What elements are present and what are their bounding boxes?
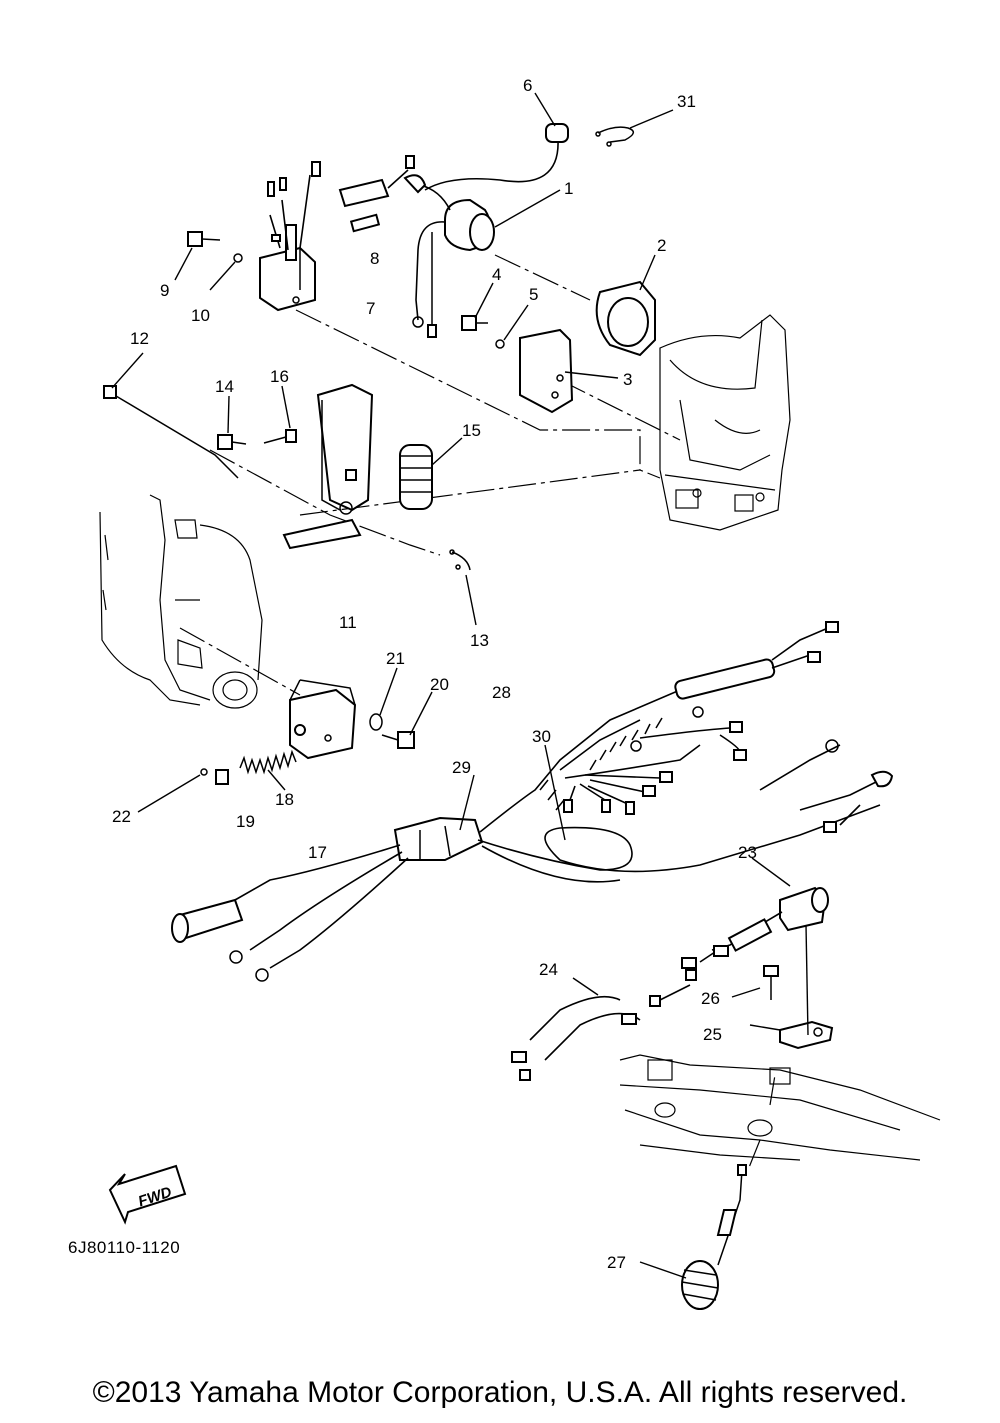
bolt-part — [461, 315, 488, 331]
callout-29: 29 — [452, 758, 471, 777]
engine-block-outline — [99, 494, 263, 709]
switch-part — [681, 886, 829, 969]
fuse-holder-part — [338, 155, 415, 233]
callout-5: 5 — [529, 285, 538, 304]
callout-7: 7 — [366, 299, 375, 318]
callout-8: 8 — [370, 249, 379, 268]
callout-3: 3 — [623, 370, 632, 389]
starter-relay-part — [403, 174, 495, 338]
holder-part — [595, 280, 656, 357]
grommet-part — [399, 444, 433, 510]
callout-21: 21 — [386, 649, 405, 668]
fwd-arrow-icon: FWD — [108, 1164, 187, 1225]
alignment-lines — [179, 254, 776, 1171]
callout-28: 28 — [492, 683, 511, 702]
callout-22: 22 — [112, 807, 131, 826]
bolt-part — [263, 429, 297, 444]
lead-wire-part — [511, 969, 697, 1081]
clip-part — [595, 126, 634, 147]
holder-part — [779, 1020, 834, 1050]
plate-part — [215, 769, 229, 785]
callout-13: 13 — [470, 631, 489, 650]
washer-part — [369, 713, 383, 731]
callout-30: 30 — [532, 727, 551, 746]
steering-bracket-outline — [659, 314, 791, 531]
callout-18: 18 — [275, 790, 294, 809]
callout-12: 12 — [130, 329, 149, 348]
copyright-notice: ©2013 Yamaha Motor Corporation, U.S.A. A… — [92, 1376, 908, 1409]
callout-16: 16 — [270, 367, 289, 386]
callout-24: 24 — [539, 960, 558, 979]
spring-part — [239, 749, 297, 775]
callout-numbers: 1 2 3 4 5 6 7 8 9 10 11 12 13 14 15 16 1… — [112, 76, 757, 1272]
clip-part — [200, 768, 208, 776]
callout-26: 26 — [701, 989, 720, 1008]
callout-2: 2 — [657, 236, 666, 255]
callout-14: 14 — [215, 377, 234, 396]
callout-6: 6 — [523, 76, 532, 95]
clip-part — [449, 549, 471, 571]
callout-27: 27 — [607, 1253, 626, 1272]
cable-tie-part — [103, 385, 239, 479]
bolt-part — [217, 434, 247, 450]
callout-17: 17 — [308, 843, 327, 862]
screw-part — [187, 231, 221, 247]
sensor-part — [681, 1164, 747, 1310]
exploded-parts-diagram: FWD — [99, 76, 941, 1310]
part-code: 6J80110-1120 — [68, 1238, 181, 1257]
lower-bracket-outline — [619, 1054, 941, 1161]
rectifier-part — [259, 161, 321, 312]
callout-19: 19 — [236, 812, 255, 831]
callout-4: 4 — [492, 265, 501, 284]
callout-9: 9 — [160, 281, 169, 300]
lead-wire-part — [424, 123, 569, 191]
callout-31: 31 — [677, 92, 696, 111]
washer-part — [495, 339, 505, 349]
callout-1: 1 — [564, 179, 573, 198]
callout-11: 11 — [339, 613, 357, 632]
bracket-part — [519, 328, 574, 414]
bolt-part — [381, 731, 415, 749]
screw-part — [763, 965, 779, 1000]
cdi-bracket-part — [282, 383, 374, 550]
leader-lines — [111, 92, 809, 1279]
callout-10: 10 — [191, 306, 210, 325]
callout-20: 20 — [430, 675, 449, 694]
switch-box-part — [289, 679, 357, 760]
washer-part — [233, 253, 243, 263]
callout-15: 15 — [462, 421, 481, 440]
callout-25: 25 — [703, 1025, 722, 1044]
callout-23: 23 — [738, 843, 757, 862]
